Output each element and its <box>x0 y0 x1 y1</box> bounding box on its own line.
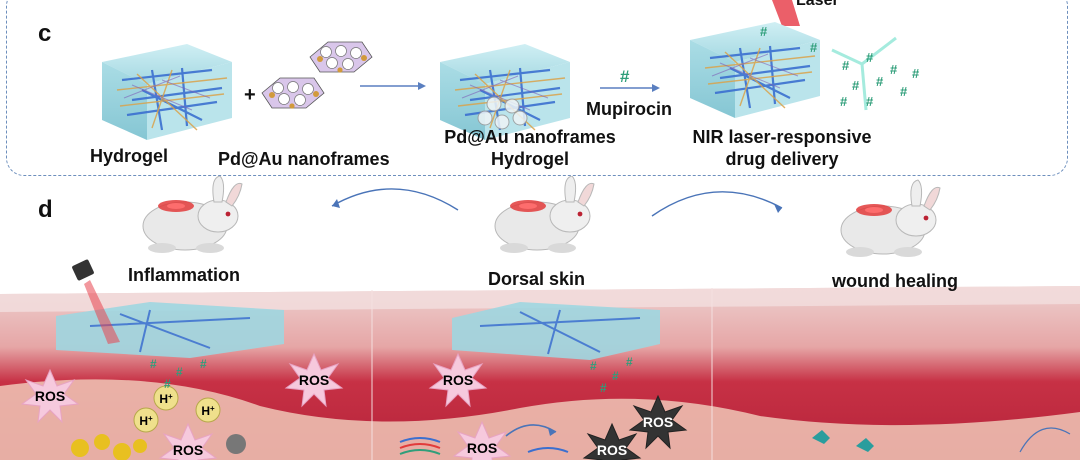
proton-badge: H+ <box>195 397 221 423</box>
released-drug-cluster: # # # # # # # # <box>150 355 633 395</box>
gray-cell-icon <box>226 434 246 454</box>
drug-molecule-icon: # <box>852 78 860 93</box>
laser-label: Laser <box>796 0 839 9</box>
drug-molecule-icon: # <box>200 357 207 371</box>
panel-c-illustration: # # # # # # # # # # # # <box>100 0 920 142</box>
svg-text:ROS: ROS <box>467 440 497 456</box>
hydrogel-block <box>100 42 234 142</box>
drug-molecule-icon: # <box>866 50 874 65</box>
ros-badge-dark: ROS <box>629 395 687 449</box>
laser-device-icon <box>72 259 120 344</box>
nanoframe-icon <box>261 77 325 110</box>
rabbit-label-inflammation: Inflammation <box>128 265 241 285</box>
composite-caption-line1: Pd@Au nanoframes <box>444 127 616 147</box>
release-glow <box>831 36 897 111</box>
delivery-caption-line2: drug delivery <box>725 149 839 169</box>
panel-c-label: c <box>38 20 52 47</box>
composite-caption: Pd@Au nanoframes Hydrogel <box>420 126 640 170</box>
arrow-right-icon <box>360 82 426 90</box>
svg-text:ROS: ROS <box>443 372 473 388</box>
rabbit-label-wound-healing: wound healing <box>832 271 958 291</box>
delivery-caption-line1: NIR laser-responsive <box>692 127 872 147</box>
svg-text:ROS: ROS <box>643 414 673 430</box>
drug-delivery-block <box>688 20 822 120</box>
drug-molecule-icon: # <box>890 62 898 77</box>
rabbit-label-dorsal-skin: Dorsal skin <box>488 269 586 289</box>
drug-molecule-icon: # <box>912 66 920 81</box>
drug-molecule-icon: # <box>600 381 607 395</box>
healing-cell-icon <box>812 430 874 452</box>
drug-molecule-icon: # <box>900 84 908 99</box>
dna-strand-icon <box>527 447 569 453</box>
drug-molecule-icon: # <box>810 40 818 55</box>
svg-text:ROS: ROS <box>173 442 203 458</box>
drug-molecule-icon: # <box>176 365 183 379</box>
drug-molecule-icon: # <box>760 24 768 39</box>
drug-molecule-icon: # <box>842 58 850 73</box>
curved-arrow-left-icon <box>331 188 459 211</box>
ros-badge: ROS <box>453 421 511 460</box>
hydrogel-patch-inflammation <box>56 302 284 358</box>
drug-molecule-icon: # <box>620 67 630 86</box>
hydrogel-patch-dorsal <box>452 302 660 360</box>
hydrogel-caption: Hydrogel <box>90 146 169 166</box>
svg-text:ROS: ROS <box>35 388 65 404</box>
curved-arrow-right-icon <box>505 424 557 437</box>
ros-badge: ROS <box>159 423 217 460</box>
nerve-fiber <box>1019 427 1071 453</box>
plus-sign: + <box>244 84 256 106</box>
ros-badge: ROS <box>429 353 487 407</box>
dna-strand-icon <box>399 437 441 455</box>
drug-molecule-icon: # <box>626 355 633 369</box>
delivery-caption: NIR laser-responsive drug delivery <box>662 126 902 170</box>
composite-hydrogel-block <box>438 42 572 142</box>
panel-d-label: d <box>38 196 53 223</box>
bacteria-cluster-icon <box>71 434 147 460</box>
nanoframes-caption: Pd@Au nanoframes <box>218 149 390 169</box>
ros-badge-dark: ROS <box>583 423 641 460</box>
mupirocin-label: Mupirocin <box>586 99 672 119</box>
panel-c-frame <box>6 0 1068 176</box>
composite-caption-line2: Hydrogel <box>490 149 569 169</box>
laser-beam <box>772 0 800 26</box>
drug-molecule-icon: # <box>590 359 597 373</box>
drug-molecule-icon: # <box>866 94 874 109</box>
rabbit-inflammation <box>142 176 243 254</box>
ros-badge: ROS <box>21 369 79 423</box>
released-drug-cluster: # # # # # # # # # # # <box>760 24 920 109</box>
drug-molecule-icon: # <box>840 94 848 109</box>
nanoframe-icon <box>309 41 373 74</box>
drug-molecule-icon: # <box>150 357 157 371</box>
rabbit-dorsal-skin <box>494 176 595 254</box>
curved-arrow-right-icon <box>651 191 783 217</box>
svg-text:ROS: ROS <box>299 372 329 388</box>
drug-molecule-icon: # <box>164 377 171 391</box>
drug-molecule-icon: # <box>612 369 619 383</box>
proton-badge: H+ <box>133 407 159 433</box>
arrow-right-icon <box>600 84 660 92</box>
rabbit-wound-healing <box>840 179 941 258</box>
svg-text:ROS: ROS <box>597 442 627 458</box>
proton-badge: H+ <box>153 385 179 411</box>
drug-molecule-icon: # <box>876 74 884 89</box>
panel-d-illustration: ROS ROS ROS ROS ROS ROS ROS H+ H+ H+ # #… <box>0 176 1080 460</box>
ros-badge: ROS <box>285 353 343 407</box>
